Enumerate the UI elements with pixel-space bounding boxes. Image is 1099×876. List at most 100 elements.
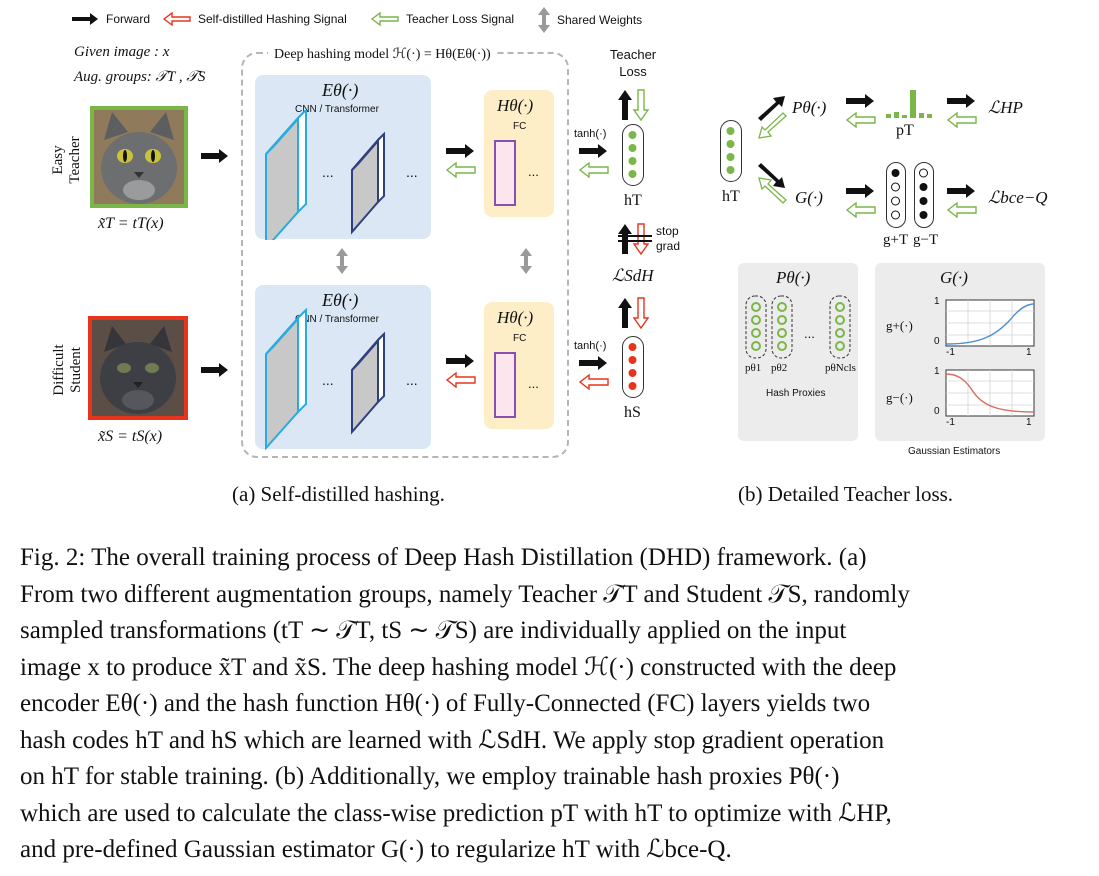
double-arrow-icon (538, 7, 550, 33)
aug-groups-label: Aug. groups: 𝒯T , 𝒯S (74, 69, 206, 85)
g-lbce-arrows (946, 184, 977, 218)
dots-student-2: ... (406, 372, 418, 388)
g-label: G(·) (795, 188, 823, 207)
teacher-cat-image (90, 106, 188, 208)
gplus-axis-one: 1 (934, 296, 940, 307)
lbce-label: ℒbce−Q (988, 188, 1048, 207)
caption-line: which are used to calculate the class-wi… (20, 799, 892, 827)
gaussian-estimators-label: Gaussian Estimators (908, 446, 1001, 457)
fc-label-student: Hθ(·) (497, 308, 534, 327)
gplus-axis-neg: -1 (946, 347, 955, 358)
proxy-label-n: pθNcls (825, 362, 856, 374)
caption-line: hash codes hT and hS which are learned w… (20, 726, 885, 754)
proxy-label-2: pθ2 (771, 362, 788, 374)
fc-hash-arrows-teacher (578, 144, 609, 178)
fc-dots-student: ... (528, 376, 539, 391)
ht-label: hT (624, 192, 642, 209)
proxy-vectors (745, 295, 851, 359)
encoder-fc-arrows-teacher (445, 144, 476, 178)
caption-line: image x to produce x̃T and x̃S. The deep… (20, 653, 897, 681)
right-ht-vector (720, 120, 742, 182)
fc-layer-teacher (494, 140, 516, 206)
lhp-label: ℒHP (988, 98, 1023, 117)
caption-line: Fig. 2: The overall training process of … (20, 544, 867, 571)
student-word: Student (68, 347, 84, 393)
subcaption-a: (a) Self-distilled hashing. (232, 482, 445, 506)
teacher-loss-word-2: Loss (619, 64, 647, 79)
student-cat-image (88, 316, 188, 420)
caption-line: on hT for stable training. (b) Additiona… (20, 763, 840, 790)
gplus-fn-label: g+(·) (886, 318, 913, 333)
forward-arrow-icon (201, 363, 228, 377)
teacher-loss-label: Teacher Loss (604, 46, 662, 80)
gminus-axis-neg: -1 (946, 417, 955, 428)
fc-layer-student (494, 352, 516, 418)
gminus-axis-one: 1 (934, 366, 940, 377)
caption-line: From two different augmentation groups, … (20, 580, 910, 608)
shared-weights-fc-icon (520, 248, 532, 274)
gplus-vector (886, 162, 906, 228)
pt-distribution-bars (886, 90, 932, 118)
fc-sub-teacher: FC (513, 121, 527, 132)
figure-caption: Fig. 2: The overall training process of … (20, 540, 1080, 869)
legend-forward-label: Forward (106, 12, 151, 26)
encoder-sub-teacher: CNN / Transformer (295, 104, 379, 115)
gplus-axis-pos: 1 (1026, 347, 1032, 358)
right-diagonal-arrows (758, 96, 787, 204)
xt-formula: x̃T = tT(x) (98, 215, 164, 232)
gminus-label: g−T (913, 232, 939, 248)
gauss-title: G(·) (940, 268, 968, 287)
gminus-plot (945, 369, 1035, 417)
p-theta-label: Pθ(·) (792, 98, 827, 117)
fc-hash-arrows-student (578, 356, 609, 390)
cnn-blocks-student (265, 308, 385, 450)
caption-line: encoder Eθ(·) and the hash function Hθ(·… (20, 690, 871, 717)
legend-shared: Shared Weights (537, 6, 642, 34)
ht-code-vector (622, 124, 644, 186)
tanh-student: tanh(·) (574, 340, 607, 352)
right-ht-label: hT (722, 188, 740, 205)
xs-formula: x̃S = tS(x) (98, 428, 163, 445)
tanh-teacher: tanh(·) (574, 128, 607, 140)
encoder-label-student: Eθ(·) (322, 290, 359, 310)
hash-proxies-label: Hash Proxies (766, 388, 826, 399)
model-title: Deep hashing model ℋ(·) = Hθ(Eθ(·)) (268, 46, 497, 63)
forward-arrow-icon (201, 149, 228, 163)
legend-forward: Forward (70, 12, 150, 26)
dots-teacher-2: ... (406, 164, 418, 180)
gminus-fn-label: g−(·) (886, 390, 913, 405)
caption-line: and pre-defined Gaussian estimator G(·) … (20, 836, 732, 863)
proxy-label-1: pθ1 (745, 362, 762, 374)
gminus-axis-pos: 1 (1026, 417, 1032, 428)
teacher-loss-word-1: Teacher (609, 47, 657, 62)
legend-teacher-loss: Teacher Loss Signal (370, 12, 514, 26)
easy-word: Easy (50, 145, 66, 175)
encoder-sub-student: CNN / Transformer (295, 314, 379, 325)
p-pt-arrows (845, 94, 876, 128)
legend-shared-label: Shared Weights (557, 13, 643, 27)
red-hollow-arrow-icon (162, 12, 191, 26)
lsdh-label: ℒSdH (612, 266, 654, 285)
proxies-title: Pθ(·) (776, 268, 811, 287)
hs-code-vector (622, 336, 644, 398)
fc-label-teacher: Hθ(·) (497, 96, 534, 115)
hs-label: hS (624, 404, 641, 421)
legend-teacher-loss-label: Teacher Loss Signal (406, 12, 515, 26)
g-arrows (845, 184, 876, 218)
green-hollow-arrow-icon (370, 12, 399, 26)
proxy-dots: ... (804, 326, 815, 341)
fc-dots-teacher: ... (528, 164, 539, 179)
encoder-fc-arrows-student (445, 354, 476, 388)
forward-arrow-icon (72, 13, 98, 25)
fc-sub-student: FC (513, 333, 527, 344)
encoder-label-teacher: Eθ(·) (322, 80, 359, 100)
subcaption-b: (b) Detailed Teacher loss. (738, 482, 954, 506)
gplus-label: g+T (883, 232, 909, 248)
hash-proxies-panel (738, 263, 858, 441)
given-image-label: Given image : x (74, 44, 170, 60)
teacher-word: Teacher (67, 136, 83, 184)
caption-line: sampled transformations (tT ∼ 𝒯T, tS ∼ 𝒯… (20, 617, 847, 644)
lsdh-arrows (618, 297, 650, 330)
gplus-plot (945, 299, 1035, 347)
stop-grad-arrows (618, 223, 652, 256)
